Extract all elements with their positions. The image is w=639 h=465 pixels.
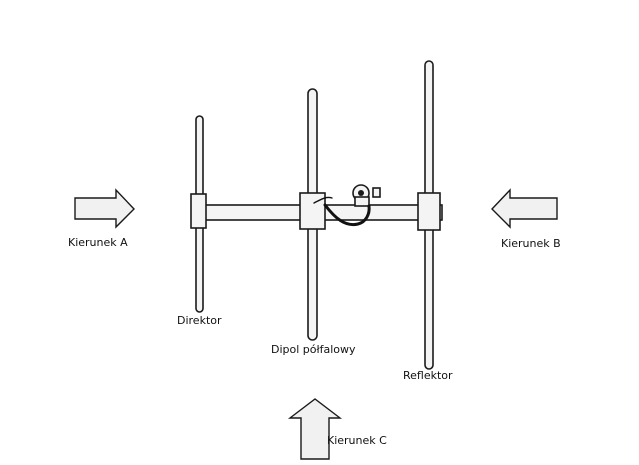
feed-cable — [323, 203, 371, 227]
feed-connector-base — [354, 196, 370, 207]
dipole-label: Dipol półfalowy — [271, 343, 356, 356]
reflector-clamp — [417, 192, 441, 231]
direction-c-arrow — [287, 398, 343, 460]
feed-cable-lead — [313, 196, 333, 204]
direction-a-label: Kierunek A — [68, 236, 128, 249]
direction-b-arrow — [491, 188, 558, 229]
feed-connector-lug — [372, 187, 381, 198]
dipole-upper-rod — [307, 88, 318, 204]
director-clamp — [190, 193, 207, 229]
director-label: Direktor — [177, 314, 222, 327]
direction-b-label: Kierunek B — [501, 237, 561, 250]
reflector-label: Reflektor — [403, 369, 453, 382]
feed-connector-center — [358, 190, 364, 196]
dipole-lower-rod — [307, 223, 318, 341]
direction-c-label: Kierunek C — [327, 434, 387, 447]
direction-a-arrow — [74, 188, 135, 229]
dipole-insulator-block — [299, 192, 326, 230]
